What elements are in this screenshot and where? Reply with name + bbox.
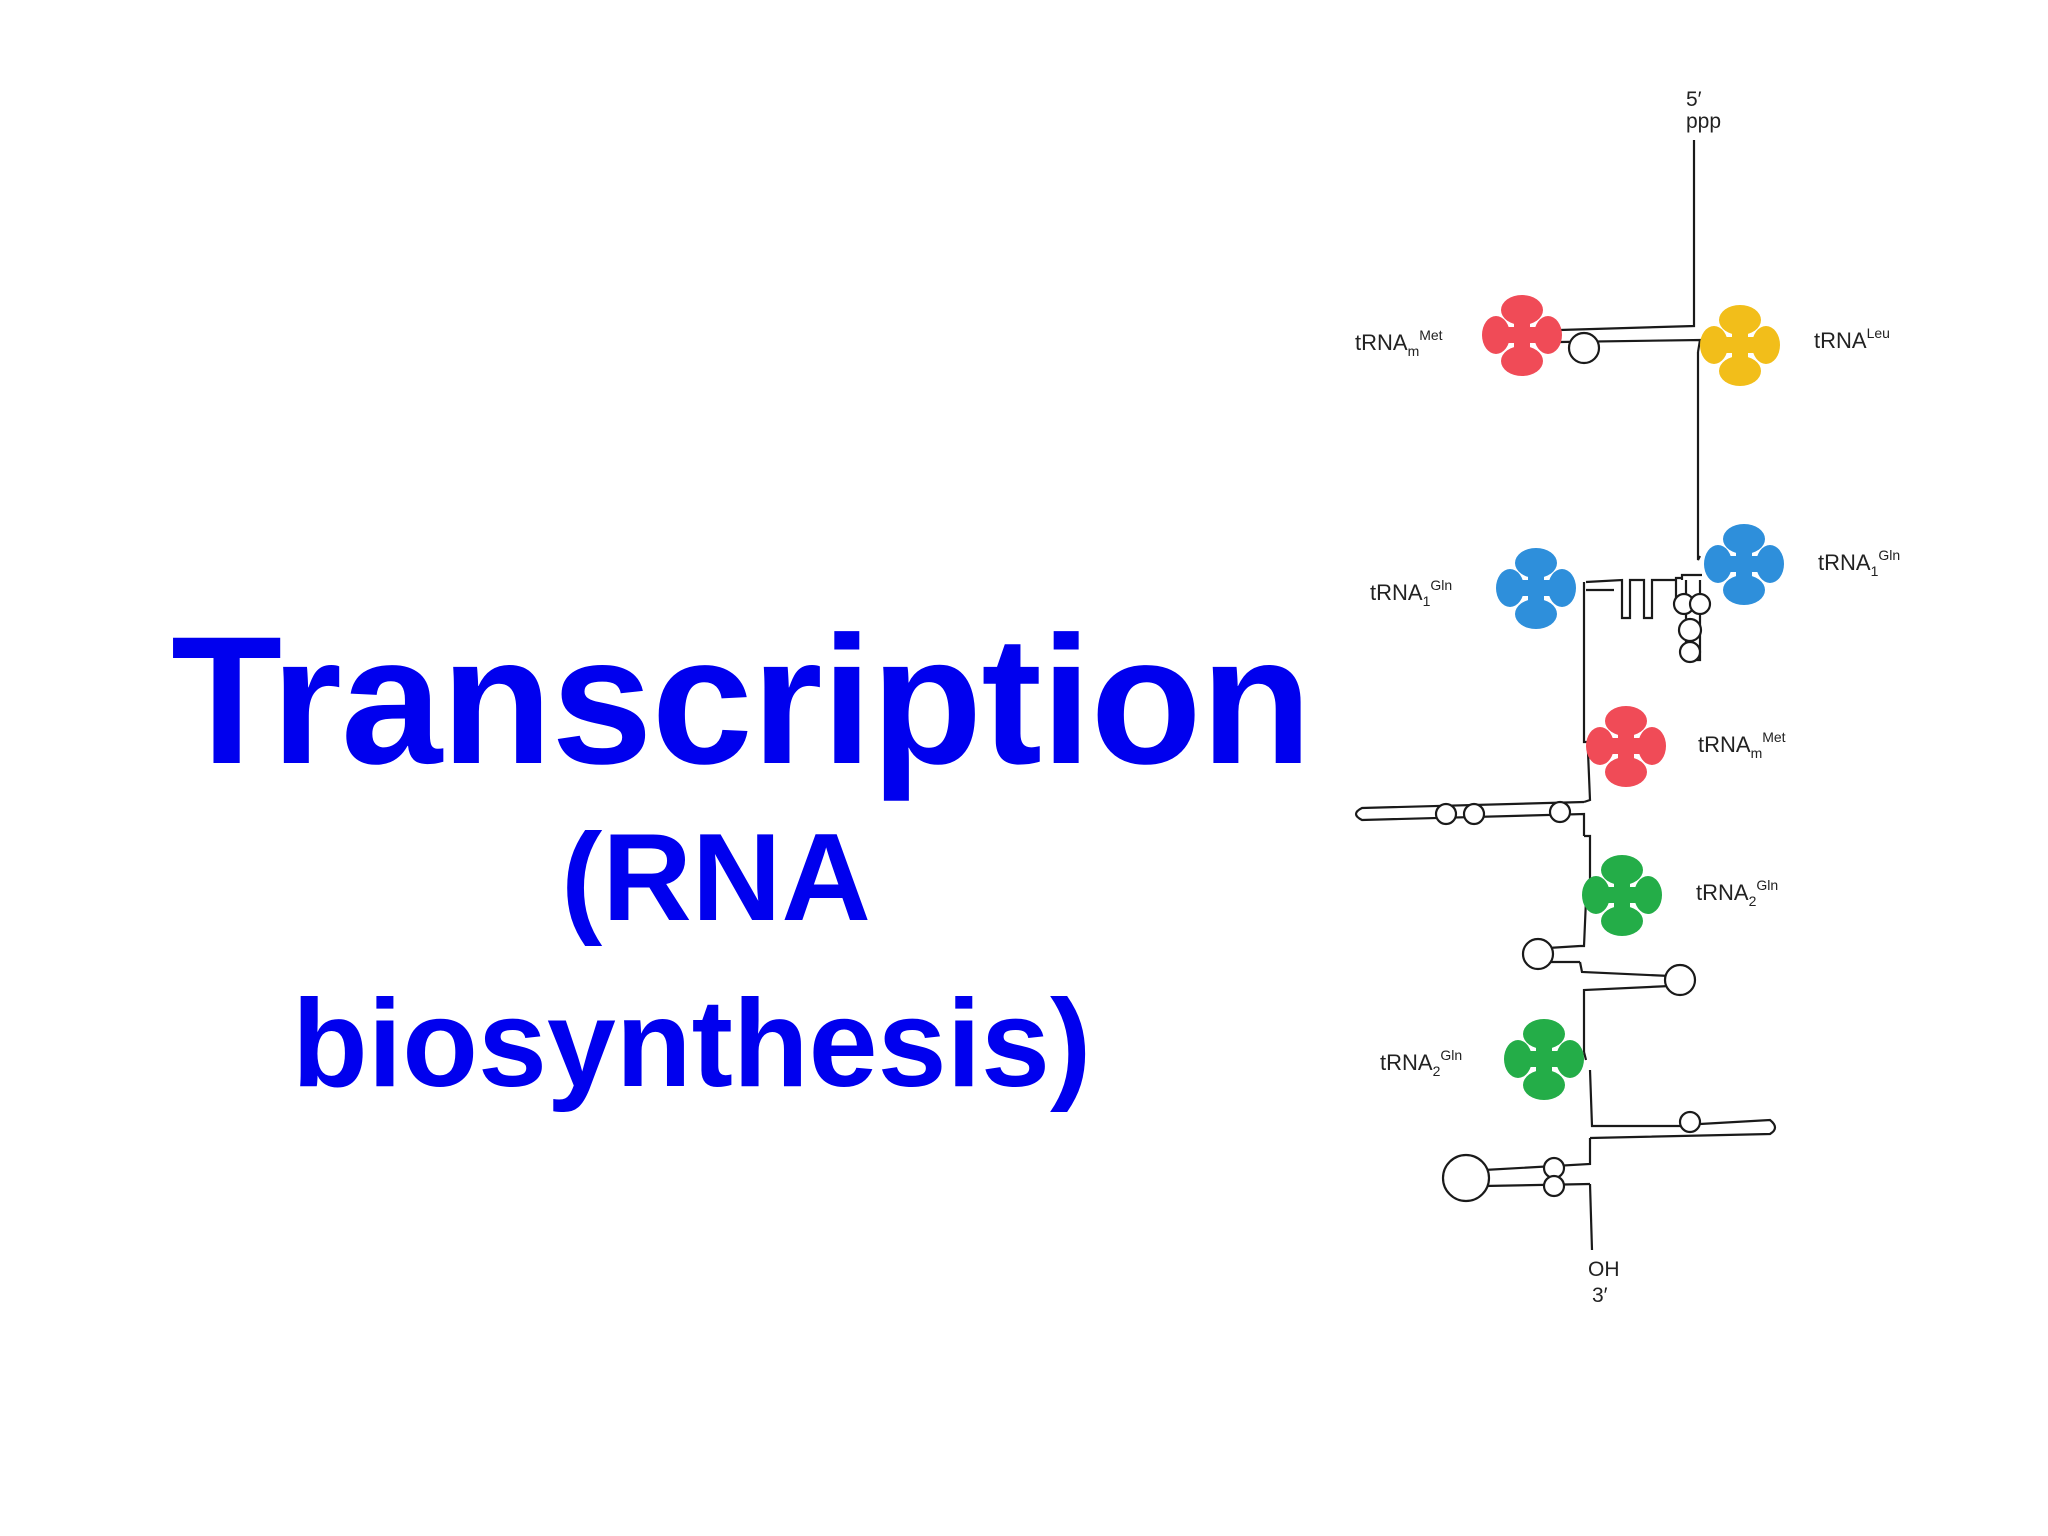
trna-precursor-diagram: 5′ ppp: [1354, 88, 1900, 1307]
label-trna-gln2-left: tRNA2Gln: [1380, 1047, 1462, 1079]
label-trna-met-middle: tRNAmMet: [1698, 729, 1786, 761]
three-prime-oh-label: OH: [1588, 1258, 1620, 1281]
three-prime-label: 3′: [1592, 1284, 1608, 1307]
trna-met-middle-cloverleaf: [1586, 706, 1666, 787]
five-prime-ppp-label: ppp: [1686, 110, 1721, 133]
label-trna-met-top: tRNAmMet: [1355, 327, 1443, 359]
trna-met-top-cloverleaf: [1482, 295, 1562, 376]
rna-backbone: [1354, 140, 1777, 1251]
trna-gln1-right-cloverleaf: [1704, 524, 1784, 605]
trna-gln2-right-cloverleaf: [1582, 855, 1662, 936]
label-trna-gln1-right: tRNA1Gln: [1818, 547, 1900, 579]
slide-title: Transcription: [171, 598, 1312, 802]
label-trna-gln2-right: tRNA2Gln: [1696, 877, 1778, 909]
slide-subtitle-line-2: biosynthesis): [292, 975, 1092, 1113]
trna-leu-cloverleaf: [1700, 305, 1780, 386]
label-trna-gln1-left: tRNA1Gln: [1370, 577, 1452, 609]
label-trna-leu: tRNALeu: [1814, 325, 1890, 353]
five-prime-label: 5′: [1686, 88, 1702, 111]
trna-gln1-left-cloverleaf: [1496, 548, 1576, 629]
slide-subtitle-line-1: (RNA: [561, 809, 871, 947]
trna-gln2-left-cloverleaf: [1504, 1019, 1584, 1100]
